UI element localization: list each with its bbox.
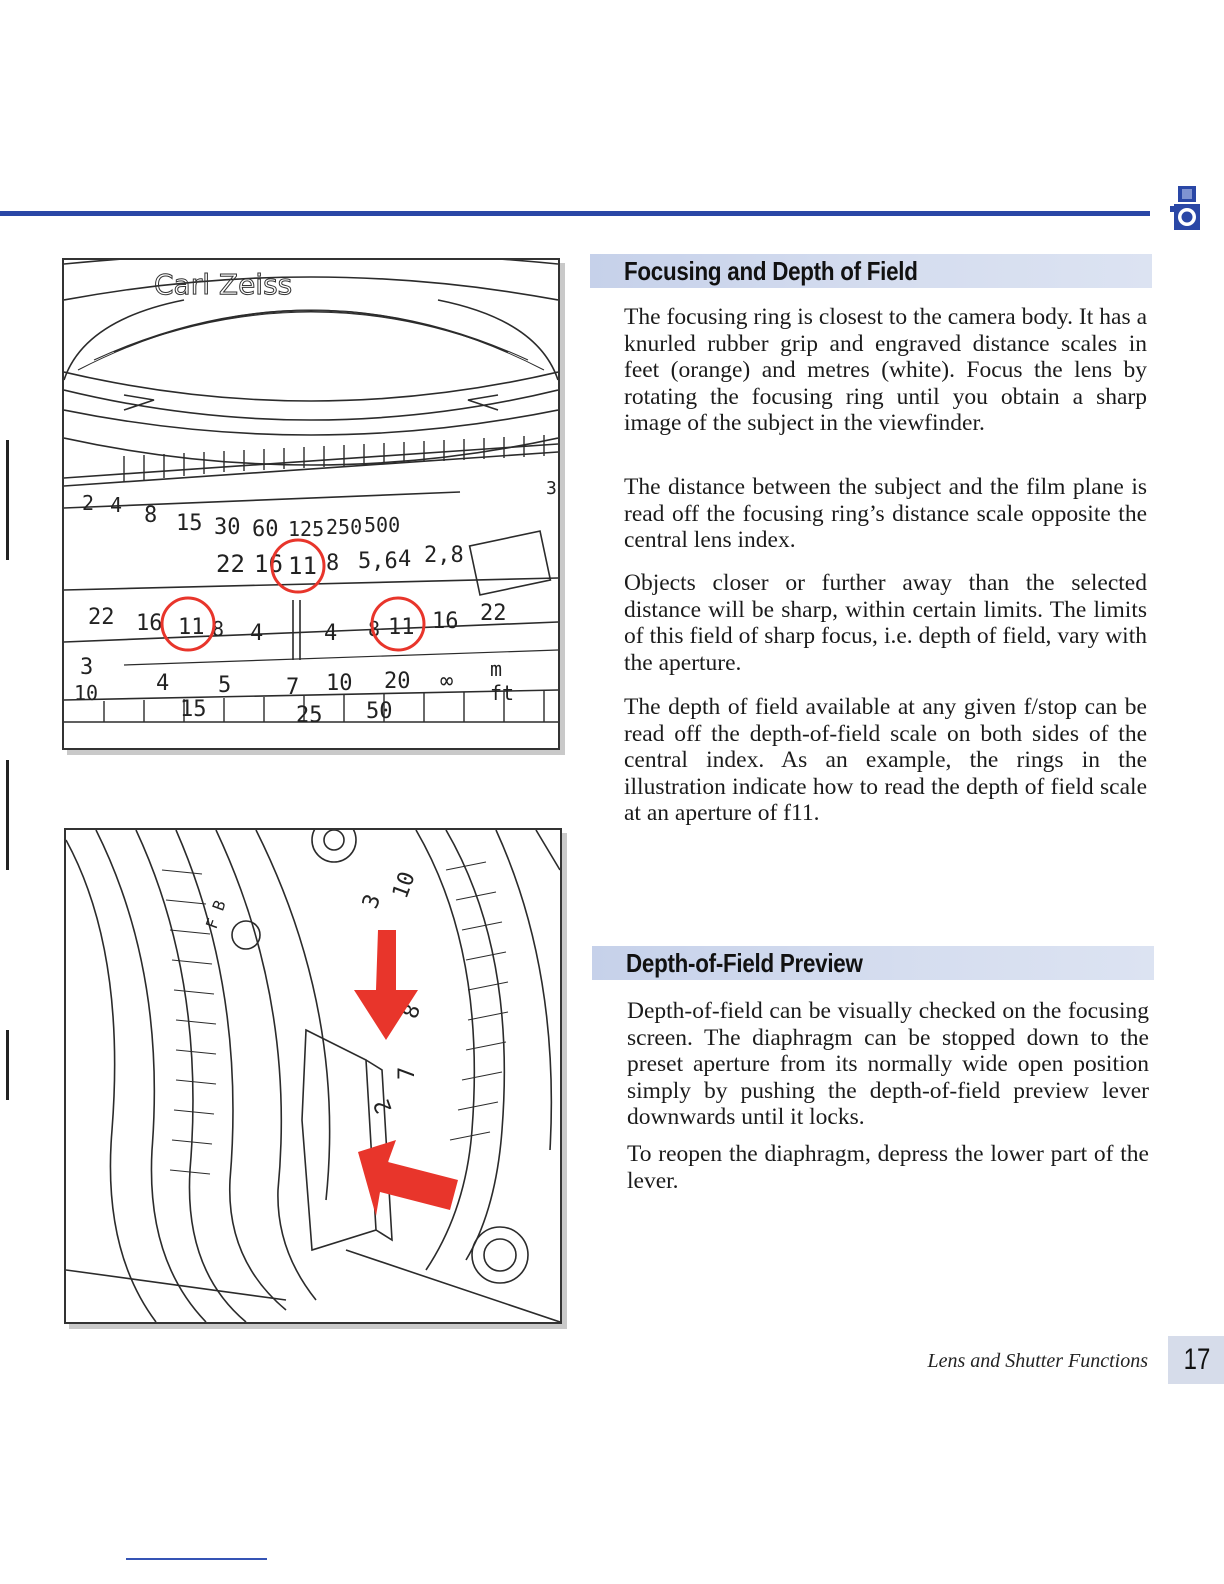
metres-scale-value: 7 — [286, 675, 299, 700]
lens-scale-illustration: Carl Zeiss 2 4 8 15 30 60 125 250 500 3 … — [62, 258, 560, 750]
aperture-scale-value: 22 — [216, 550, 245, 578]
body-paragraph: To reopen the diaphragm, depress the low… — [627, 1141, 1149, 1194]
ring-numeral: 10 — [388, 869, 421, 902]
body-paragraph: Objects closer or further away than the … — [624, 570, 1147, 676]
shutter-scale-value: 30 — [214, 515, 241, 540]
bottom-rule — [126, 1558, 267, 1560]
dof-left-value: 16 — [136, 611, 163, 636]
dof-left-value: 11 — [178, 615, 205, 640]
preview-lever-illustration: F B 3 10 8 7 2 — [64, 828, 562, 1324]
scan-edge-mark — [6, 440, 9, 560]
metres-scale-value: ∞ — [440, 669, 453, 694]
body-paragraph: The distance between the subject and the… — [624, 474, 1147, 554]
metres-scale-value: 3 — [80, 655, 93, 680]
aperture-highlight-ring — [270, 538, 326, 594]
aperture-scale-value: 4 — [398, 547, 411, 572]
knurl-ticks — [123, 435, 545, 482]
header-rule — [0, 211, 1150, 216]
base-ticks — [103, 690, 545, 722]
dof-left-value: 22 — [88, 605, 115, 630]
release-arrow-icon — [358, 1140, 458, 1216]
aperture-scale-value: 2,8 — [424, 543, 464, 568]
scan-edge-mark — [6, 760, 9, 870]
shutter-scale-value: 15 — [176, 511, 203, 536]
section-heading-text: Focusing and Depth of Field — [624, 256, 918, 286]
press-down-arrow-icon — [354, 930, 418, 1040]
dof-right-value: 11 — [388, 615, 415, 640]
feet-scale-value: 10 — [74, 681, 98, 705]
aperture-scale-value: 5,6 — [358, 549, 398, 574]
aperture-scale-value: 11 — [288, 552, 317, 580]
page-number: 17 — [1183, 1343, 1211, 1376]
dof-right-value: 22 — [480, 601, 507, 626]
dof-right-value: 16 — [432, 609, 459, 634]
feet-scale-value: 50 — [366, 699, 393, 724]
body-paragraph: The focusing ring is closest to the came… — [624, 304, 1147, 437]
shutter-scale-value: 60 — [252, 517, 279, 542]
camera-icon — [1170, 186, 1200, 230]
metres-scale-value: 4 — [156, 671, 169, 696]
page-number-tab — [1168, 1336, 1224, 1384]
feet-unit: ft — [490, 681, 514, 705]
aperture-scale-value: 16 — [254, 550, 283, 578]
metres-scale-value: 5 — [218, 673, 231, 698]
shutter-scale-value: 8 — [144, 503, 157, 528]
shutter-scale-value: 2 — [82, 491, 94, 515]
dof-right-value: 4 — [324, 621, 337, 646]
shutter-scale-value: 4 — [110, 493, 122, 517]
metres-unit: m — [490, 657, 502, 681]
shutter-scale-value: 3 — [546, 478, 557, 499]
lens-marking: F B — [202, 898, 230, 932]
body-paragraph: The depth of field available at any give… — [624, 694, 1147, 827]
shutter-scale-value: 500 — [364, 513, 400, 537]
body-paragraph: Depth-of-field can be visually checked o… — [627, 998, 1149, 1131]
dof-left-highlight-ring — [160, 596, 216, 652]
section-heading-dof-preview: Depth-of-Field Preview — [592, 946, 1154, 980]
scan-edge-mark — [6, 1030, 9, 1100]
ring-numeral: 3 — [358, 891, 386, 912]
section-heading-focusing: Focusing and Depth of Field — [590, 254, 1152, 288]
dof-right-highlight-ring — [370, 596, 426, 652]
aperture-scale-value: 8 — [326, 551, 339, 576]
metres-scale-value: 20 — [384, 669, 411, 694]
section-heading-text: Depth-of-Field Preview — [626, 948, 863, 978]
brand-engraving: Carl Zeiss — [154, 268, 292, 301]
ring-numeral: 7 — [395, 1067, 420, 1080]
feet-scale-value: 15 — [180, 697, 207, 722]
metres-scale-value: 10 — [326, 671, 353, 696]
footer-section-title: Lens and Shutter Functions — [927, 1350, 1148, 1372]
dof-left-value: 4 — [250, 621, 263, 646]
feet-scale-value: 25 — [296, 703, 323, 728]
shutter-scale-value: 125 — [288, 517, 324, 541]
shutter-scale-value: 250 — [326, 515, 362, 539]
